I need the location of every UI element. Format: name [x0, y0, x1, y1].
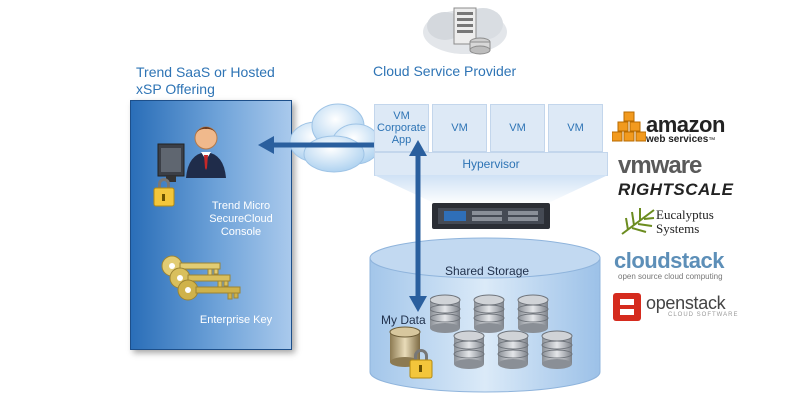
amazon-tm: ™	[708, 137, 716, 144]
vm-2: VM	[432, 104, 487, 152]
eucalyptus-line2: Systems	[656, 221, 700, 236]
amazon-sub: web services	[646, 134, 709, 145]
hypervisor-funnel	[374, 175, 608, 205]
console-line1: Trend Micro	[211, 200, 271, 212]
console-line3: Console	[220, 226, 262, 238]
eucalyptus-leaf-icon	[621, 208, 655, 235]
amazon-cubes-icon	[612, 111, 646, 142]
vm-corporate-line3: App	[391, 134, 412, 146]
vm-4: VM	[548, 104, 603, 152]
vm-corporate-line2: Corporate	[377, 122, 426, 134]
vm-corporate-line1: VM	[393, 110, 410, 122]
shared-storage-label: Shared Storage	[445, 264, 530, 278]
admin-user-icon	[153, 126, 226, 207]
vm-3: VM	[490, 104, 545, 152]
internet-cloud-icon	[289, 103, 381, 173]
saas-title-line2: xSP Offering	[136, 81, 215, 97]
amazon-main: amazon	[646, 112, 725, 137]
console-to-vm-arrow	[258, 136, 390, 154]
openstack-main: openstack	[646, 293, 726, 313]
openstack-sub: CLOUD SOFTWARE	[668, 312, 739, 318]
cloudstack-sub: open source cloud computing	[618, 272, 723, 281]
cloudstack-logo: cloudstack open source cloud computing	[614, 248, 724, 282]
openstack-logo: openstack CLOUD SOFTWARE	[646, 294, 738, 318]
rightscale-logo: RIGHTSCALE	[618, 180, 734, 199]
saas-title-line1: Trend SaaS or Hosted	[136, 64, 275, 80]
vmware-logo: vmware	[618, 152, 702, 179]
storage-disks-icon	[430, 294, 573, 370]
vm-to-storage-arrow	[409, 140, 427, 312]
enterprise-key-icon	[161, 255, 241, 301]
amazon-logo: amazon web services™	[646, 112, 725, 146]
console-line2: SecureCloud	[209, 213, 273, 225]
provider-title: Cloud Service Provider	[373, 63, 517, 79]
my-data-label: My Data	[381, 313, 426, 327]
eucalyptus-line1: Eucalyptus	[656, 207, 714, 222]
console-label: Trend Micro SecureCloud Console	[196, 200, 286, 239]
my-data-locked-icon	[389, 326, 433, 379]
cloudstack-main: cloudstack	[614, 248, 724, 273]
enterprise-key-label: Enterprise Key	[199, 314, 273, 326]
openstack-square-icon	[613, 293, 641, 321]
eucalyptus-logo: Eucalyptus Systems	[656, 208, 714, 236]
server-cloud-icon	[423, 7, 507, 55]
physical-server-icon	[432, 203, 550, 229]
